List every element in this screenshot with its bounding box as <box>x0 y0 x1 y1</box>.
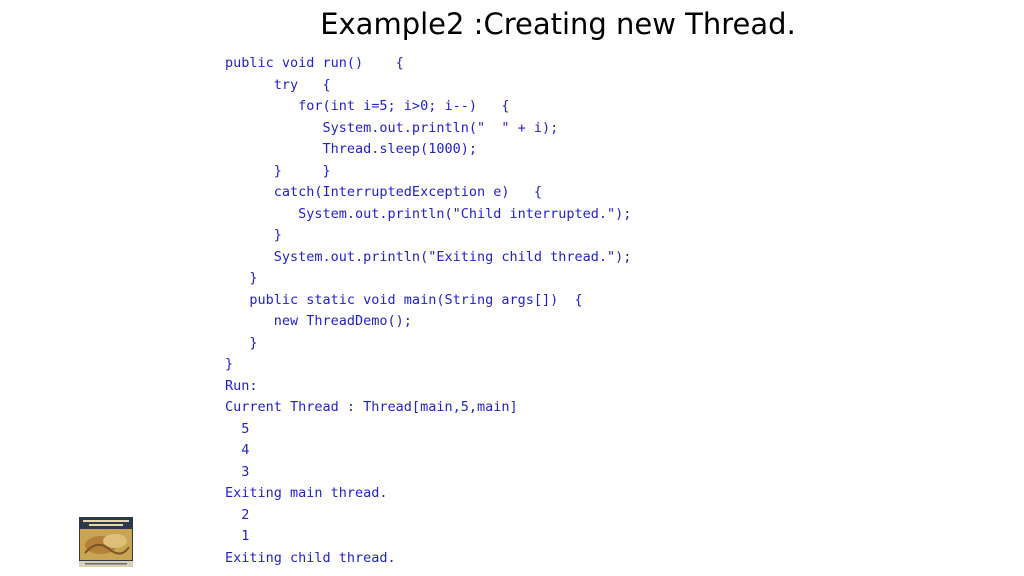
code-line: catch(InterruptedException e) { <box>225 184 542 200</box>
code-line: 3 <box>225 463 250 480</box>
code-line: System.out.println("Child interrupted.")… <box>225 205 632 222</box>
code-line: Exiting child thread. <box>225 549 396 566</box>
code-block: public void run() { try { for(int i=5; i… <box>225 53 631 569</box>
code-line: } } <box>225 162 331 179</box>
slide-title: Example2 :Creating new Thread. <box>320 7 796 41</box>
code-line: public static void main(String args[]) { <box>225 291 583 308</box>
code-line: Exiting main thread. <box>225 485 388 501</box>
code-line: 1 <box>225 528 250 544</box>
code-line: public void run() { <box>225 55 404 71</box>
code-line: for(int i=5; i>0; i--) { <box>225 98 510 114</box>
code-line: } <box>225 334 258 351</box>
code-line: } <box>225 227 282 243</box>
code-line: try { <box>225 76 331 93</box>
code-line: Current Thread : Thread[main,5,main] <box>225 399 518 415</box>
code-line: new ThreadDemo(); <box>225 313 412 329</box>
code-line: System.out.println("Exiting child thread… <box>225 248 632 265</box>
book-cover-thumbnail <box>79 517 133 567</box>
code-line: } <box>225 270 258 286</box>
code-line: 2 <box>225 506 250 523</box>
code-line: System.out.println(" " + i); <box>225 119 559 136</box>
code-line: Thread.sleep(1000); <box>225 141 477 157</box>
code-line: } <box>225 356 234 372</box>
code-line: 4 <box>225 442 250 458</box>
code-line: Run: <box>225 377 258 394</box>
code-line: 5 <box>225 420 250 437</box>
